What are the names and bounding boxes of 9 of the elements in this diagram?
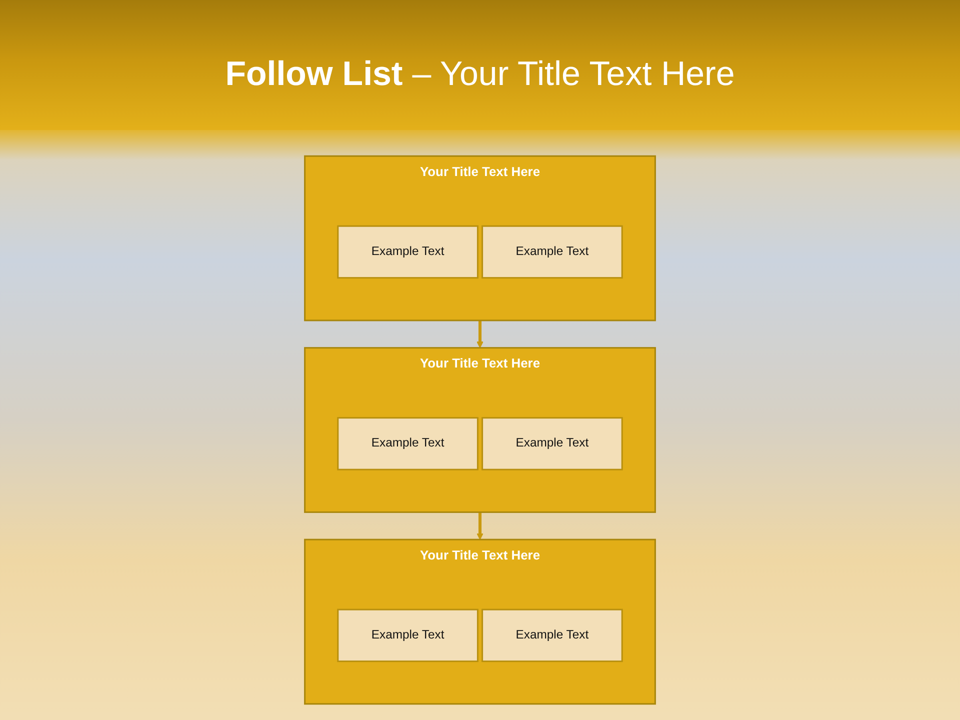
node-box: Example Text (482, 608, 623, 662)
node-box: Example Text (337, 417, 478, 470)
node-box: Example Text (482, 417, 623, 470)
node-box: Example Text (337, 225, 478, 279)
node-box: Example Text (482, 225, 623, 279)
slide-title: Follow List – Your Title Text Here (224, 54, 736, 95)
node-box: Example Text (337, 608, 478, 662)
arrow (476, 320, 484, 348)
arrow (476, 512, 484, 540)
